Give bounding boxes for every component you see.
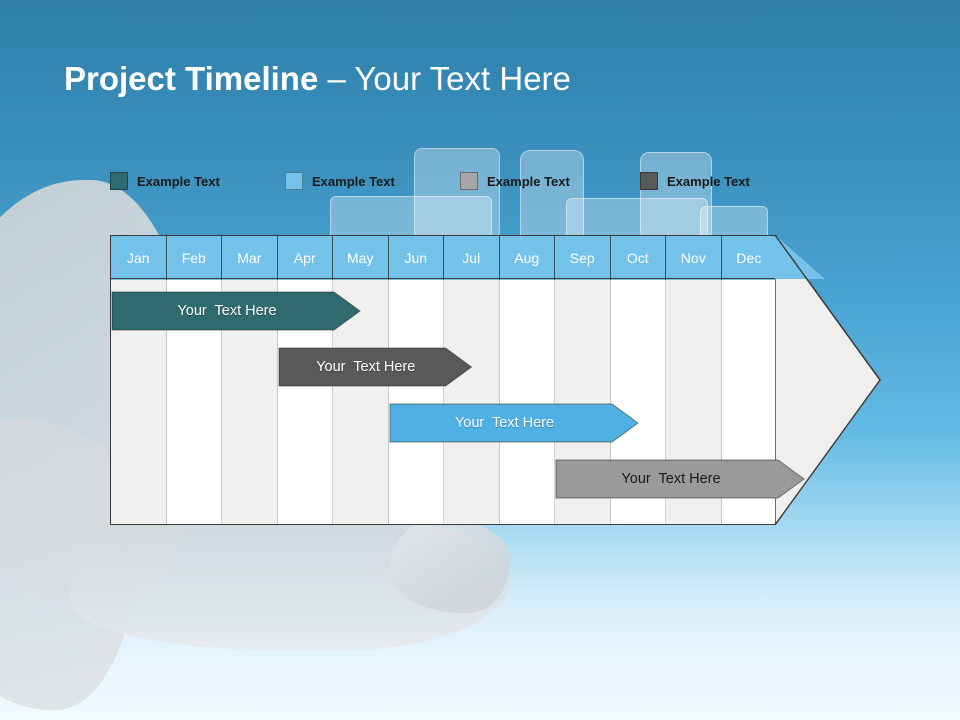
task-bar-3[interactable]: Your Text Here bbox=[389, 403, 639, 443]
legend-item-label: Example Text bbox=[487, 173, 570, 189]
month-header-mar[interactable]: Mar bbox=[222, 236, 278, 280]
column-divider bbox=[165, 236, 167, 524]
page-title-strong: Project Timeline bbox=[64, 60, 319, 97]
column-divider bbox=[665, 236, 666, 524]
month-header-oct[interactable]: Oct bbox=[610, 236, 666, 280]
legend-item-2[interactable]: Example Text bbox=[285, 170, 395, 192]
month-header-sep[interactable]: Sep bbox=[555, 236, 611, 280]
column-divider bbox=[609, 236, 611, 524]
column-divider bbox=[221, 236, 222, 524]
legend-item-1[interactable]: Example Text bbox=[110, 170, 220, 192]
month-header-jul[interactable]: Jul bbox=[444, 236, 500, 280]
month-column-oct: Oct bbox=[610, 236, 666, 524]
month-column-mar: Mar bbox=[222, 236, 278, 524]
legend: Example Text Example Text Example Text Exam… bbox=[110, 170, 810, 192]
month-column-jul: Jul bbox=[444, 236, 500, 524]
thumb-silhouette-image bbox=[390, 518, 510, 613]
phone-outline-image bbox=[520, 150, 584, 244]
month-column-dec: Dec bbox=[721, 236, 775, 524]
tablet2-outline-image bbox=[640, 152, 712, 240]
legend-item-4[interactable]: Example Text bbox=[640, 170, 750, 192]
column-divider bbox=[498, 236, 500, 524]
month-header-may[interactable]: May bbox=[333, 236, 389, 280]
page-title: Project Timeline – Your Text Here bbox=[64, 58, 571, 100]
legend-swatch-icon-2 bbox=[285, 172, 303, 190]
column-divider bbox=[720, 236, 722, 524]
task-bar-2[interactable]: Your Text Here bbox=[278, 347, 472, 387]
month-header-aug[interactable]: Aug bbox=[499, 236, 555, 280]
legend-item-label: Example Text bbox=[137, 173, 220, 189]
page-title-light: – Your Text Here bbox=[318, 60, 571, 97]
tablet-outline-image bbox=[414, 148, 500, 240]
column-divider bbox=[276, 236, 278, 524]
task-bar-1[interactable]: Your Text Here bbox=[111, 291, 361, 331]
legend-swatch-icon-1 bbox=[110, 172, 128, 190]
month-header-nov[interactable]: Nov bbox=[666, 236, 722, 280]
task-bar-shape bbox=[555, 459, 805, 499]
task-bar-shape bbox=[278, 347, 472, 387]
legend-item-label: Example Text bbox=[312, 173, 395, 189]
month-header-dec[interactable]: Dec bbox=[721, 236, 775, 280]
month-header-jan[interactable]: Jan bbox=[111, 236, 167, 280]
month-column-jan: Jan bbox=[111, 236, 167, 524]
month-column-aug: Aug bbox=[499, 236, 555, 524]
timeline-arrow-head bbox=[775, 235, 881, 525]
month-header-feb[interactable]: Feb bbox=[166, 236, 222, 280]
task-bar-shape bbox=[111, 291, 361, 331]
task-bar-4[interactable]: Your Text Here bbox=[555, 459, 805, 499]
legend-item-3[interactable]: Example Text bbox=[460, 170, 570, 192]
legend-swatch-icon-3 bbox=[460, 172, 478, 190]
month-column-feb: Feb bbox=[166, 236, 222, 524]
hand-silhouette-image bbox=[70, 520, 510, 650]
column-divider bbox=[554, 236, 555, 524]
task-bar-shape bbox=[389, 403, 639, 443]
month-header-apr[interactable]: Apr bbox=[277, 236, 333, 280]
legend-item-label: Example Text bbox=[667, 173, 750, 189]
month-header-jun[interactable]: Jun bbox=[388, 236, 444, 280]
legend-swatch-icon-4 bbox=[640, 172, 658, 190]
